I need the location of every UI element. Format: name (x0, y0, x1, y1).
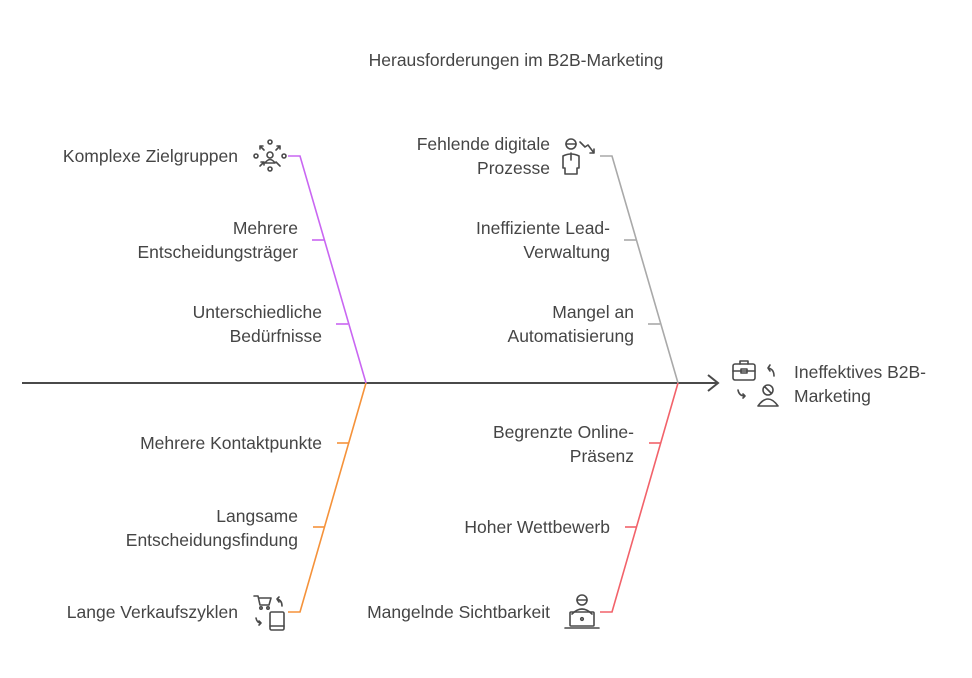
cause-label: Verwaltung (523, 242, 610, 262)
cause-label: Mehrere (233, 218, 298, 238)
branch-mangelnde-sichtbarkeit (600, 382, 679, 613)
branch-lange-verkaufszyklen (288, 382, 367, 613)
cause-label: Begrenzte Online- (493, 422, 634, 442)
person-laptop-icon (564, 594, 600, 629)
cause-label: Mangel an (552, 302, 634, 322)
cause-label: Langsame (216, 506, 298, 526)
branch-head-label: Komplexe Zielgruppen (63, 146, 238, 166)
briefcase-person-cycle-icon (732, 360, 779, 407)
branch-head-label: Lange Verkaufszyklen (67, 602, 238, 622)
branch-komplexe-zielgruppen (288, 155, 367, 384)
effect-label: Marketing (794, 386, 871, 406)
diagram-title: Herausforderungen im B2B-Marketing (369, 50, 664, 70)
cart-mobile-cycle-icon (253, 595, 285, 631)
cause-label: Ineffiziente Lead- (476, 218, 610, 238)
cause-label: Bedürfnisse (230, 326, 322, 346)
cause-label: Mehrere Kontaktpunkte (140, 433, 322, 453)
branch-head-label: Fehlende digitale (417, 134, 550, 154)
target-group-icon (253, 139, 287, 172)
branch-fehlende-digitale-prozesse (600, 155, 679, 384)
cause-label: Automatisierung (508, 326, 634, 346)
cause-label: Entscheidungsfindung (126, 530, 298, 550)
cause-label: Unterschiedliche (193, 302, 322, 322)
person-down-trend-icon (562, 138, 595, 175)
effect-label: Ineffektives B2B- (794, 362, 926, 382)
branch-head-label: Prozesse (477, 158, 550, 178)
spine-arrowhead (707, 374, 720, 392)
cause-label: Entscheidungsträger (137, 242, 298, 262)
branch-head-label: Mangelnde Sichtbarkeit (367, 602, 550, 622)
cause-label: Präsenz (570, 446, 634, 466)
cause-label: Hoher Wettbewerb (464, 517, 610, 537)
